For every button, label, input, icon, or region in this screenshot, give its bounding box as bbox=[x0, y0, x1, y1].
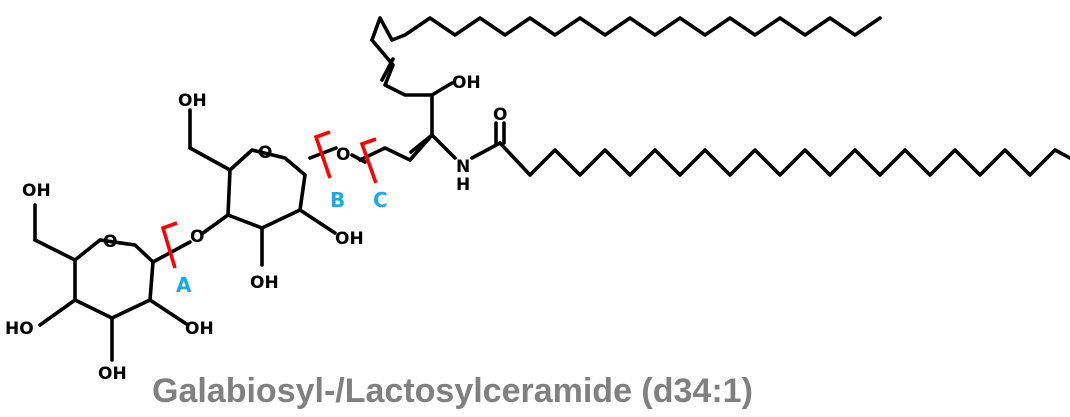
c-n-bond bbox=[430, 133, 457, 160]
galactose-ring bbox=[73, 238, 155, 320]
atom-ho-gal-c4: HO bbox=[5, 319, 34, 339]
sphingosine-chain-lower bbox=[370, 38, 434, 154]
gal-c2-oh-bond bbox=[148, 298, 190, 327]
atom-o-glycosidic-1: O bbox=[190, 227, 204, 247]
fragment-label-a: A bbox=[176, 273, 192, 297]
fatty-acyl-chain bbox=[498, 141, 1070, 177]
atom-o-glycosidic-2: O bbox=[336, 145, 350, 165]
atom-o-amide: O bbox=[493, 105, 507, 125]
fragment-label-c: C bbox=[373, 188, 388, 212]
atom-oh-glc-c2: OH bbox=[335, 229, 364, 249]
atom-oh-glc-c3: OH bbox=[250, 273, 279, 293]
gal-c4-oh-bond bbox=[38, 298, 77, 327]
glc-c6-bond bbox=[188, 146, 232, 172]
atom-oh-glc-c6: OH bbox=[178, 91, 207, 111]
glc-c4-o-bond bbox=[201, 213, 230, 235]
n-carbonyl-bond bbox=[470, 141, 502, 160]
cut-mark-b bbox=[313, 130, 332, 179]
sph-backbone bbox=[358, 133, 434, 162]
atom-h-amide: H bbox=[456, 175, 470, 195]
atom-oh-gal-c2: OH bbox=[185, 319, 214, 339]
molecule-title: Galabiosyl-/Lactosylceramide (d34:1) bbox=[152, 372, 753, 410]
atom-o-gal-ring: O bbox=[103, 232, 117, 252]
cut-mark-c bbox=[359, 137, 378, 184]
sphingosine-chain bbox=[370, 16, 882, 42]
atom-n-amide: N bbox=[456, 157, 470, 177]
fragment-label-b: B bbox=[330, 188, 345, 212]
gal-c6-bond bbox=[33, 238, 77, 262]
glucose-ring bbox=[226, 148, 307, 230]
atom-o-glc-ring: O bbox=[258, 143, 272, 163]
sph-oh-bond bbox=[430, 81, 454, 97]
atom-oh-sph: OH bbox=[452, 73, 481, 93]
o-ch2-bond bbox=[350, 153, 367, 164]
glc-c2-oh-bond bbox=[298, 208, 337, 235]
cis-double-bond bbox=[380, 57, 395, 82]
cut-mark-a bbox=[160, 221, 178, 269]
atom-oh-gal-c3: OH bbox=[98, 364, 127, 384]
atom-oh-gal-c6: OH bbox=[22, 181, 51, 201]
